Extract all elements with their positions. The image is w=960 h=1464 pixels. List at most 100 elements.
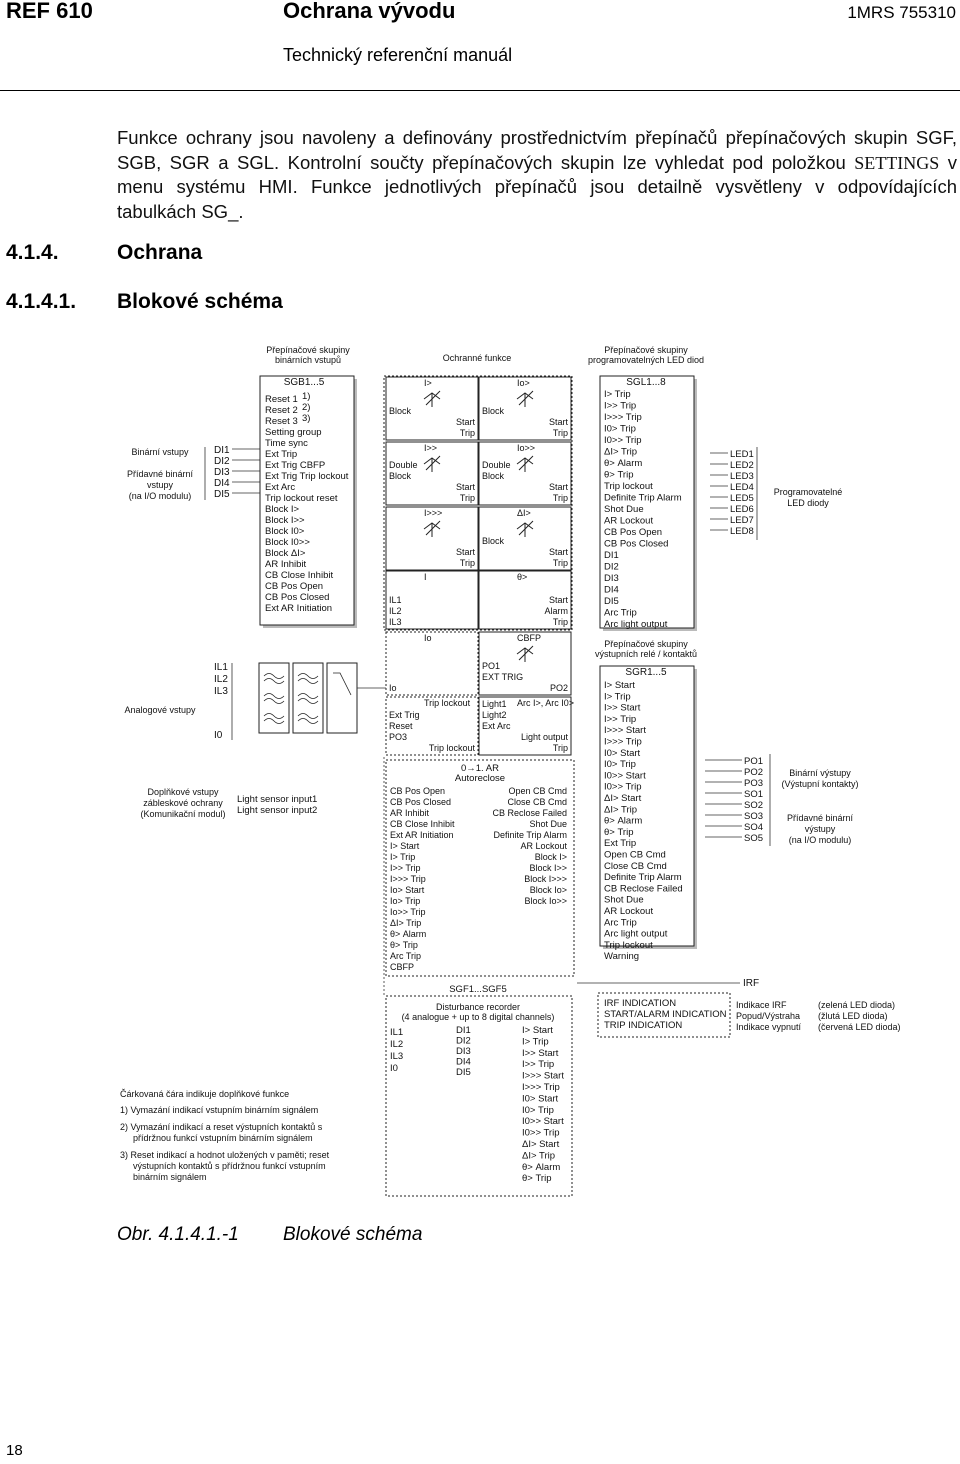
relay-symbol: [423, 390, 441, 407]
sgr-item: I0>> Start: [604, 770, 646, 781]
disturbance-recorder-signal: I> Trip: [522, 1036, 549, 1047]
di-input-label: DI5: [214, 489, 230, 500]
header-rule: [0, 90, 960, 91]
disturbance-recorder-analog: IL3: [390, 1051, 403, 1062]
autoreclose-input: ΔI> Trip: [390, 918, 421, 928]
extra-binary-output-label: Přídavné binární: [787, 813, 854, 823]
sgr-item: Warning: [604, 951, 639, 962]
protection-port: PO1: [482, 661, 500, 671]
binary-output-label: Binární výstupy: [789, 768, 851, 778]
light-sensor-label: Light sensor input2: [237, 805, 317, 816]
sgr-item: I> Trip: [604, 691, 631, 702]
extra-binary-output-label: (na I/O modulu): [789, 835, 852, 845]
filter-block: [258, 662, 290, 734]
light-sensor-label: Light sensor input1: [237, 794, 317, 805]
protection-port: Start: [549, 595, 569, 605]
led-label: LED7: [730, 515, 754, 526]
sgl-item: AR Lockout: [604, 516, 653, 527]
protection-cell-name: I>>>: [424, 508, 442, 518]
sgl-item: ΔI> Trip: [604, 447, 637, 458]
autoreclose-input: Io> Trip: [390, 896, 420, 906]
sgb-item: CB Pos Open: [265, 581, 323, 592]
sgr-item: Arc light output: [604, 929, 668, 940]
sgl-item: DI2: [604, 562, 619, 573]
led-label: LED2: [730, 460, 754, 471]
di-input-label: DI3: [214, 467, 230, 478]
sgb-item: Trip lockout reset: [265, 493, 338, 504]
disturbance-recorder-di: DI1: [456, 1025, 471, 1036]
disturbance-recorder-signal: I0> Trip: [522, 1105, 554, 1116]
disturbance-recorder-signal: I0>> Trip: [522, 1128, 560, 1139]
sgb-item: Block I>>: [265, 515, 305, 526]
filter-icon: [297, 673, 319, 684]
autoreclose-output: Block I>>: [529, 863, 567, 873]
disturbance-recorder-signal: I>> Trip: [522, 1059, 554, 1070]
disturbance-recorder-analog: I0: [390, 1063, 398, 1074]
disturbance-recorder-signal: θ> Alarm: [522, 1162, 560, 1173]
protection-port: Start: [456, 417, 476, 427]
relay-symbol: [516, 455, 534, 472]
sgr-item: I> Start: [604, 680, 635, 691]
protection-port: Light output: [521, 732, 569, 742]
sgb-title: SGB1...5: [284, 377, 325, 388]
section-title-blokove: Blokové schéma: [117, 290, 283, 313]
sgr-item: AR Lockout: [604, 906, 653, 917]
figure-number: Obr. 4.1.4.1.-1: [117, 1224, 239, 1245]
output-label: PO2: [744, 767, 763, 778]
disturbance-recorder-signal: I>> Start: [522, 1048, 559, 1059]
sgb-item: Ext Trip: [265, 449, 297, 460]
sgb-item: Setting group: [265, 427, 322, 438]
protection-cell-name: Arc I>, Arc I0>: [517, 698, 574, 708]
sgr-item: I>>> Start: [604, 725, 646, 736]
protection-cell-name: Io: [424, 633, 432, 643]
sgr-item: θ> Trip: [604, 827, 633, 838]
protection-grid-outer: [383, 375, 573, 631]
output-label: SO3: [744, 811, 763, 822]
sgb-item: CB Close Inhibit: [265, 570, 333, 581]
led-label: LED8: [730, 526, 754, 537]
output-label: SO2: [744, 800, 763, 811]
sgl-item: CB Pos Open: [604, 527, 662, 538]
disturbance-recorder-di: DI3: [456, 1046, 471, 1057]
header-protection: Ochranné funkce: [443, 353, 512, 363]
intro-text-1: Funkce ochrany jsou navoleny a definován…: [117, 127, 957, 173]
indication-color: (žlutá LED dioda): [818, 1011, 888, 1021]
protection-cell: [385, 631, 479, 696]
protection-port: Io: [389, 683, 397, 693]
sgr-item: Arc Trip: [604, 917, 637, 928]
protection-port: Start: [549, 547, 569, 557]
autoreclose-output: Block Io>: [530, 885, 567, 895]
protection-port: Trip: [460, 428, 475, 438]
protection-cell: [385, 570, 479, 630]
header-sgr: Přepínačové skupiny: [604, 639, 688, 649]
relay-symbol: [516, 645, 534, 662]
led-group-label: Programovatelné: [774, 487, 843, 497]
autoreclose-output: Block Io>>: [524, 896, 567, 906]
indication-item: IRF INDICATION: [604, 998, 676, 1009]
intro-text-2: v menu systému HMI. Funkce jednotlivých …: [117, 151, 957, 222]
indication-block: [597, 992, 731, 1038]
protection-port: Light1: [482, 699, 507, 709]
relay-symbol: [516, 390, 534, 407]
sgl-title: SGL1...8: [626, 377, 666, 388]
filter-curve-icon: [333, 672, 352, 696]
protection-port: Start: [456, 482, 476, 492]
autoreclose-output: Open CB Cmd: [508, 786, 567, 796]
protection-cell: [478, 696, 572, 756]
sgb-item: Block I0>: [265, 526, 305, 537]
protection-port: Ext Trig: [389, 710, 420, 720]
protection-cell-name: Io>>: [517, 443, 535, 453]
sgr-item: Close CB Cmd: [604, 861, 667, 872]
sgr-item: I0> Trip: [604, 759, 636, 770]
sgb-item: Reset 2: [265, 405, 298, 416]
protection-port: Alarm: [544, 606, 568, 616]
autoreclose-block: [385, 759, 575, 977]
filter-icon: [297, 693, 319, 704]
protection-cell: [478, 506, 572, 571]
sgl-item: θ> Trip: [604, 470, 633, 481]
protection-port: Trip: [553, 428, 568, 438]
autoreclose-output: Block I>>>: [524, 874, 567, 884]
sgl-item: Trip lockout: [604, 481, 653, 492]
sgr-item: I>>> Trip: [604, 737, 642, 748]
header-sgb: binárních vstupů: [275, 355, 341, 365]
